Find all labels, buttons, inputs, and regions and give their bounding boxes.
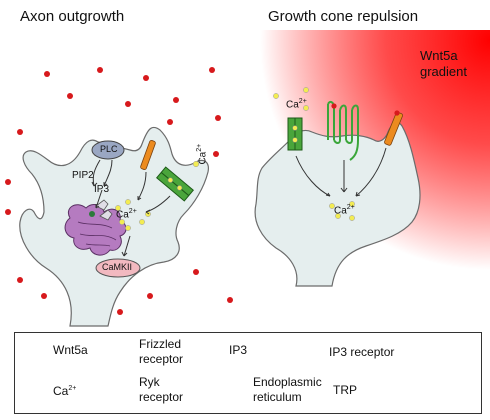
calcium-ion (349, 215, 355, 221)
wnt5a-dot (117, 309, 123, 315)
calcium-ion (303, 105, 309, 111)
legend-frizzled-label: Frizzled receptor (139, 337, 183, 367)
signaling-arrows-right (295, 147, 387, 197)
gradient-label-line2: gradient (420, 64, 467, 79)
calcium-label-charge: 2+ (298, 98, 307, 105)
trp-channel-right (287, 117, 303, 151)
legend-calcium-charge: 2+ (68, 385, 77, 392)
legend-wnt5a-label: Wnt5a (53, 343, 88, 357)
camkii-enzyme (95, 258, 141, 278)
calcium-ion (115, 205, 121, 211)
gradient-label: Wnt5a gradient (420, 48, 467, 80)
legend-ip3-label: IP3 (229, 343, 248, 357)
ip3-receptor-left (95, 199, 113, 221)
frizzled-receptor-right (327, 100, 359, 161)
wnt5a-dot (227, 297, 233, 303)
trp-calcium-label-text: Ca (197, 151, 209, 165)
legend-frizzled-line2: receptor (139, 352, 184, 366)
calcium-label-charge: 2+ (128, 208, 137, 215)
wnt5a-dot (215, 115, 221, 121)
calcium-ion (119, 219, 125, 225)
calcium-ion (335, 213, 341, 219)
er-folds (77, 221, 117, 247)
calcium-cluster-right (329, 201, 355, 221)
ip3-label-left: IP3 (94, 184, 110, 195)
wnt5a-dot (394, 110, 400, 116)
calcium-label-text: Ca (334, 205, 347, 217)
calcium-outside-right (273, 87, 309, 111)
calcium-ion (349, 201, 355, 207)
right-growth-cone (254, 122, 421, 287)
wnt5a-dot (331, 103, 337, 109)
wnt5a-dot (209, 67, 215, 73)
wnt5a-dot (173, 97, 179, 103)
wnt5a-dot (213, 151, 219, 157)
legend-calcium-label: Ca2+ (53, 381, 76, 399)
calcium-ion (139, 219, 145, 225)
panel-title-axon-outgrowth: Axon outgrowth (20, 8, 125, 25)
wnt5a-dot (5, 179, 11, 185)
calcium-label-right-top: Ca2+ (286, 98, 307, 110)
calcium-ion (125, 225, 131, 231)
calcium-label-right-inner: Ca2+ (334, 204, 355, 216)
legend-er-line1: Endoplasmic (253, 375, 322, 389)
wnt5a-molecules-left (5, 67, 233, 315)
legend-ryk-line1: Ryk (139, 375, 160, 389)
legend-box: Wnt5a Frizzled receptor IP3 IP3 receptor… (14, 332, 482, 414)
legend-calcium-text: Ca (53, 384, 69, 398)
wnt5a-dot (17, 277, 23, 283)
calcium-ion (192, 160, 200, 168)
calcium-ion (125, 199, 131, 205)
legend-ryk-label: Ryk receptor (139, 375, 183, 405)
wnt5a-dot (17, 129, 23, 135)
gradient-label-line1: Wnt5a (420, 48, 458, 63)
plc-label: PLC (100, 144, 118, 154)
legend-ip3-receptor-label: IP3 receptor (329, 345, 395, 359)
legend-frizzled-line1: Frizzled (139, 337, 182, 351)
wnt5a-dot (41, 293, 47, 299)
legend-er-label: Endoplasmic reticulum (253, 375, 322, 405)
wnt5a-dot (125, 101, 131, 107)
wnt5a-dot (97, 67, 103, 73)
calcium-label-charge: 2+ (346, 204, 355, 211)
legend-er-line2: reticulum (253, 390, 302, 404)
camkii-label: CaMKII (102, 262, 133, 272)
legend-trp-label: TRP (333, 383, 357, 397)
calcium-ion (273, 93, 279, 99)
calcium-ion (329, 203, 335, 209)
trp-channel-left (156, 166, 194, 202)
ryk-receptor-left (140, 140, 156, 170)
wnt5a-dot (44, 71, 50, 77)
ip3-molecule (89, 211, 95, 217)
wnt5a-dot (143, 75, 149, 81)
wnt5a-dot (147, 293, 153, 299)
endoplasmic-reticulum (64, 204, 127, 256)
calcium-label-text: Ca (116, 209, 129, 221)
wnt5a-dot (67, 93, 73, 99)
signaling-arrows-left (91, 159, 171, 257)
ryk-receptor-right (384, 111, 403, 146)
trp-calcium-label: Ca2+ (196, 144, 208, 165)
calcium-label-text: Ca (286, 99, 299, 111)
wnt5a-dot (5, 209, 11, 215)
wnt5a-dot (167, 119, 173, 125)
legend-ryk-line2: receptor (139, 390, 184, 404)
panel-title-growth-cone-repulsion: Growth cone repulsion (268, 8, 419, 25)
trp-calcium-label-charge: 2+ (196, 143, 204, 152)
plc-enzyme (91, 140, 125, 160)
pip2-label: PIP2 (72, 170, 94, 181)
calcium-ion (303, 87, 309, 93)
wnt5a-dot (193, 269, 199, 275)
calcium-label-left: Ca2+ (116, 208, 137, 220)
